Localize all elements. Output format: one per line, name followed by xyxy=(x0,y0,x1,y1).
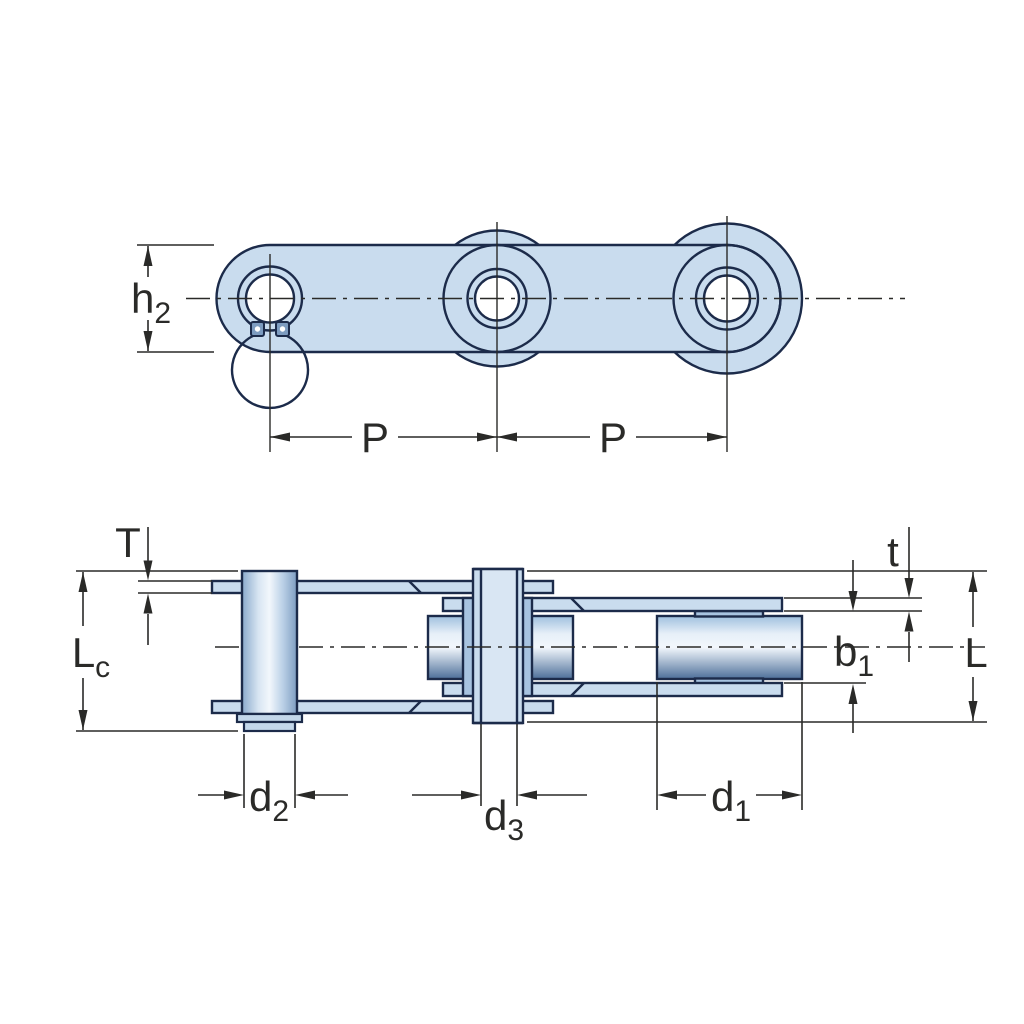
dimension-d2: d2 xyxy=(198,734,348,828)
outer-plate-near-break xyxy=(408,580,422,594)
dimension-p-right: P xyxy=(497,414,727,461)
connecting-pin-left xyxy=(235,569,304,733)
L-label: L xyxy=(964,629,987,676)
dimension-h2: h2 xyxy=(131,244,214,353)
dimension-d1: d1 xyxy=(656,682,803,828)
clip-ear-hole-right xyxy=(279,326,286,332)
d2-label: d2 xyxy=(249,773,289,828)
dimension-d3: d3 xyxy=(412,724,587,847)
T-label: T xyxy=(115,519,141,566)
dimension-L: L xyxy=(527,570,988,723)
inner-plate-far-break xyxy=(570,682,585,697)
outer-plate-far-break xyxy=(408,700,422,714)
d3-label: d3 xyxy=(484,792,524,847)
retaining-clip-washer xyxy=(235,712,304,724)
clip-ear-hole-left xyxy=(254,326,261,332)
dimension-b1: b1 xyxy=(784,560,874,733)
t-label: t xyxy=(887,528,899,575)
b1-label: b1 xyxy=(834,628,874,683)
p-left-label: P xyxy=(361,414,389,461)
h2-label: h2 xyxy=(131,275,171,330)
pin-end-tip xyxy=(242,720,297,733)
dimension-T: T xyxy=(115,519,212,645)
plan-view xyxy=(210,567,985,733)
inner-plate-near-break xyxy=(570,597,585,612)
Lc-label: Lc xyxy=(72,629,110,684)
dimension-p-left: P xyxy=(270,414,497,461)
dimension-Lc: Lc xyxy=(72,570,238,732)
hollow-pin-middle xyxy=(471,567,525,725)
side-view xyxy=(186,216,905,452)
d1-label: d1 xyxy=(711,773,751,828)
p-right-label: P xyxy=(599,414,627,461)
